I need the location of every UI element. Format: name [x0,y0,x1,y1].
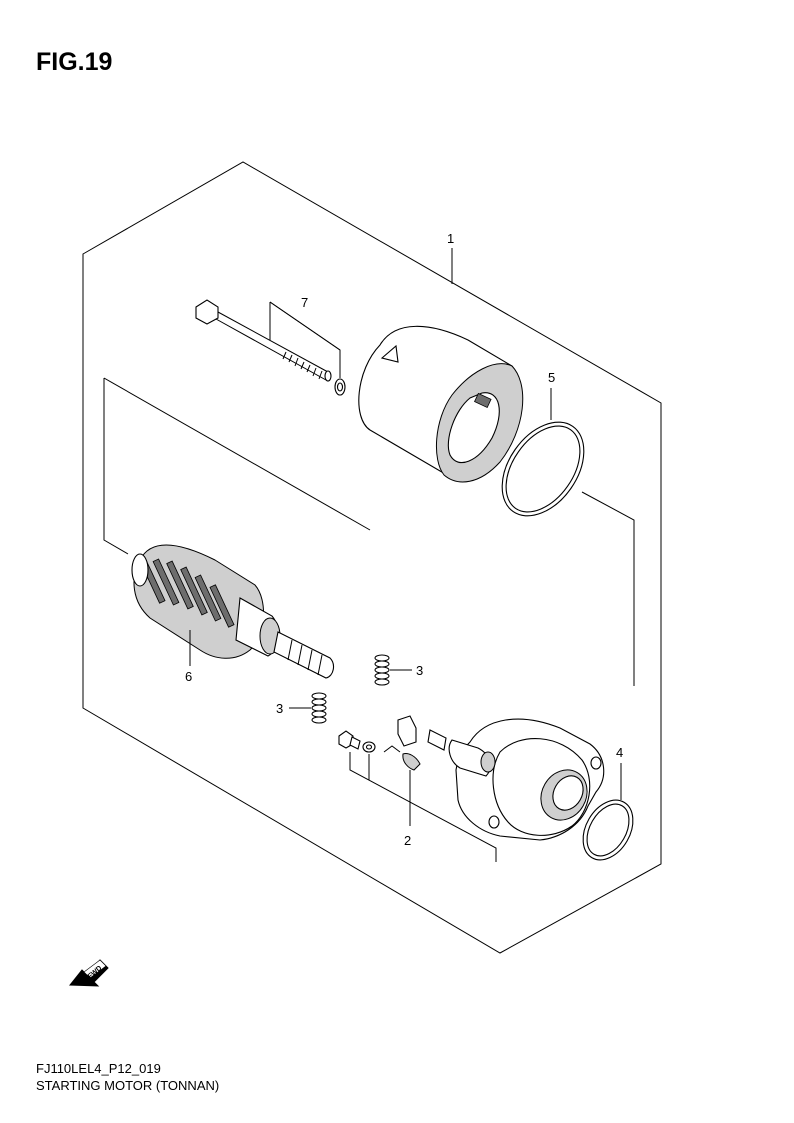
callout-4: 4 [616,745,623,800]
brush-terminal [397,715,421,771]
figure-title: FIG.19 [36,48,113,76]
triangle-mark-icon [380,344,399,363]
svg-text:6: 6 [185,669,192,684]
svg-text:5: 5 [548,370,555,385]
terminal-screw [338,730,361,750]
callout-7: 7 [269,295,341,378]
assembly-frame [82,161,662,954]
diagram-code: FJ110LEL4_P12_019 [36,1061,161,1076]
svg-text:2: 2 [404,833,411,848]
end-cover [427,718,605,841]
callout-1: 1 [447,231,454,284]
svg-text:3: 3 [416,663,423,678]
svg-text:3: 3 [276,701,283,716]
callout-6: 6 [185,630,192,684]
spring-3-upper: 3 [374,654,423,686]
spring-3-lower: 3 [276,692,327,724]
svg-text:1: 1 [447,231,454,246]
svg-text:4: 4 [616,745,623,760]
diagram-name: STARTING MOTOR (TONNAN) [36,1078,220,1093]
fwd-arrow-icon: FWD [68,959,109,987]
inner-group-frame [103,378,129,555]
yoke-housing [358,325,524,483]
svg-text:7: 7 [301,295,308,310]
through-bolt [195,299,332,382]
callout-2-bracket: 2 [349,752,497,862]
callout-5: 5 [548,370,555,420]
armature [131,544,335,679]
